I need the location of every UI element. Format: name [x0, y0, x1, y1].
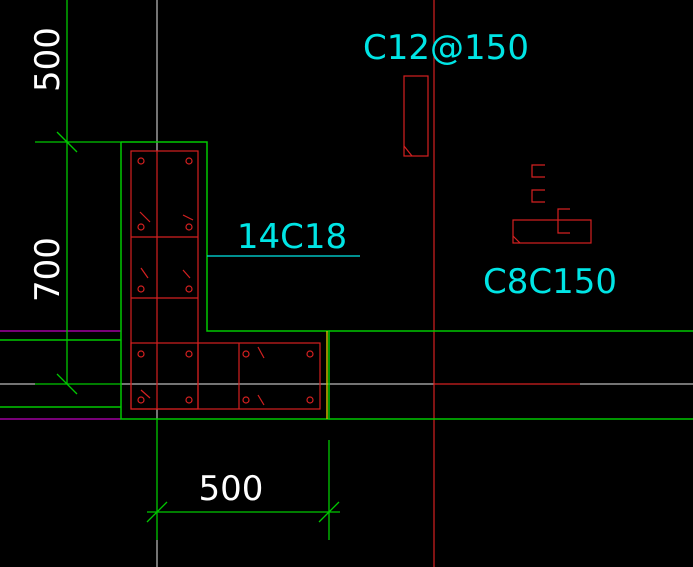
rebar-dot — [185, 223, 193, 231]
dimension-text-top-vertical: 500 — [28, 27, 68, 92]
rebar-dot — [137, 350, 145, 358]
dimension-left-vertical — [35, 142, 121, 395]
stirrup-detail-hook-2 — [512, 235, 521, 244]
dimension-text-bottom-horizontal: 500 — [199, 469, 264, 509]
rebar-dot — [137, 157, 145, 165]
rebar-dot — [185, 285, 193, 293]
stirrup-vertical-leg — [130, 150, 199, 410]
rebar-cage — [130, 150, 321, 410]
stirrup-detail-rect-2 — [512, 219, 592, 244]
dimension-tick — [146, 501, 168, 523]
hook — [182, 214, 194, 221]
tie-symbol-1 — [531, 164, 545, 178]
rebar-dot — [137, 285, 145, 293]
rebar-dot — [306, 396, 314, 404]
tie-symbol-2 — [531, 189, 545, 203]
hook — [182, 269, 191, 279]
label-longitudinal-bars: 14C18 — [237, 217, 347, 257]
stirrup-detail-top — [403, 75, 429, 157]
rebar-dot — [242, 396, 250, 404]
dimension-text-left-vertical: 700 — [28, 237, 68, 302]
rebar-bars — [137, 157, 314, 404]
stirrup-detail-right — [512, 164, 592, 244]
stirrup-horizontal-leg — [130, 342, 321, 410]
rebar-dot — [185, 396, 193, 404]
rebar-dot — [242, 350, 250, 358]
label-stirrup-top: C12@150 — [363, 28, 529, 68]
hook — [257, 346, 265, 359]
hook — [139, 211, 151, 223]
tie-symbol-3 — [557, 208, 570, 234]
stirrup-detail-hook — [403, 145, 413, 157]
rebar-dot — [137, 223, 145, 231]
column-outline — [0, 141, 693, 420]
stirrup-detail-rect — [403, 75, 429, 157]
hook — [257, 394, 265, 406]
rebar-dot — [185, 350, 193, 358]
l-column-outline — [120, 141, 330, 420]
dimension-bottom-horizontal — [146, 419, 340, 540]
rebar-dot — [306, 350, 314, 358]
rebar-dot — [137, 396, 145, 404]
dimension-tick — [318, 501, 340, 523]
rebar-dot — [185, 157, 193, 165]
hook — [140, 267, 149, 279]
label-stirrup-right: C8C150 — [483, 262, 617, 302]
hook — [140, 389, 151, 399]
